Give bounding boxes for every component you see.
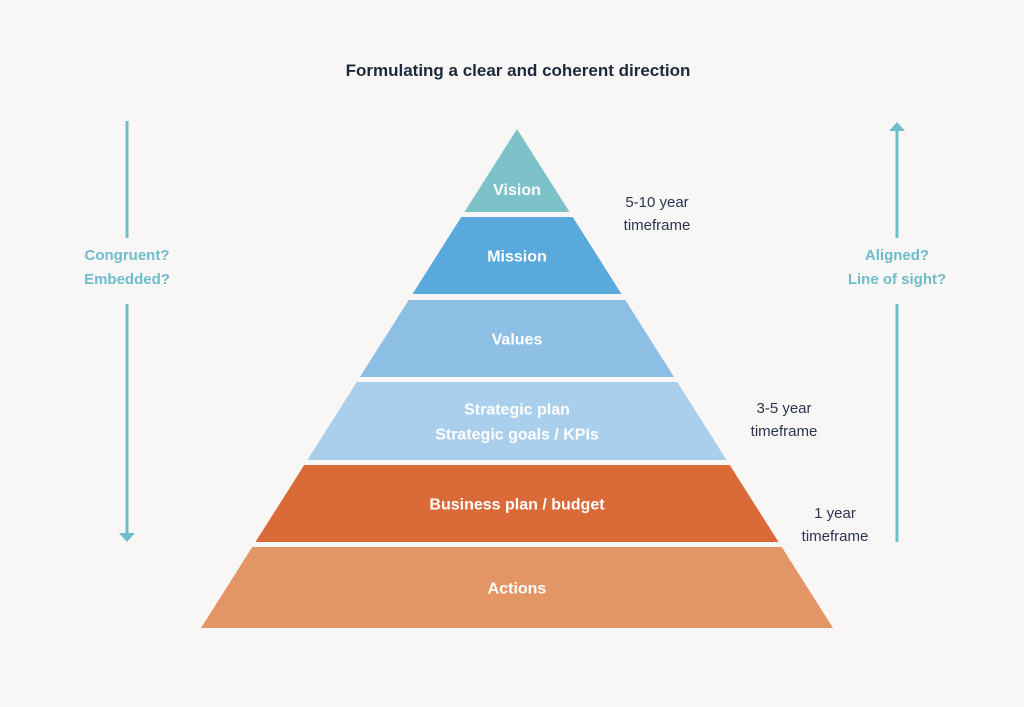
timeframe-5-10-year-label: 5-10 year [625, 194, 688, 211]
tier-mission-label: Mission [487, 249, 547, 266]
timeframe-1-year-label: 1 year [814, 505, 856, 522]
tier-vision: Vision [464, 129, 570, 212]
tier-strategic-plan-label: Strategic plan [464, 402, 570, 419]
tier-actions-shape [201, 547, 833, 628]
down-arrow-icon [119, 533, 135, 542]
up-arrow-icon [889, 122, 905, 131]
left-question-label: Congruent? [85, 247, 170, 264]
timeframe-3-5-year-label: timeframe [751, 423, 818, 440]
tier-vision-shape [464, 129, 570, 212]
timeframe-5-10-year-label: timeframe [624, 217, 691, 234]
right-question-label: Line of sight? [848, 271, 946, 288]
bottom-up-indicator: Aligned? Line of sight? [848, 122, 946, 542]
tier-strategic-plan-shape [307, 382, 727, 460]
right-question-label: Aligned? [865, 247, 929, 264]
tier-values-shape [359, 300, 675, 377]
tier-strategic-plan-label: Strategic goals / KPIs [435, 427, 599, 444]
top-down-indicator: Congruent? Embedded? [84, 121, 170, 542]
tier-mission-shape [412, 217, 622, 294]
tier-business-plan: Business plan / budget [255, 465, 779, 542]
timeframe-labels: 5-10 year timeframe 3-5 year timeframe 1 yea… [624, 194, 869, 545]
tier-actions-label: Actions [488, 581, 547, 598]
tier-values-label: Values [492, 332, 543, 349]
timeframe-1-year-label: timeframe [802, 528, 869, 545]
tier-vision-label: Vision [493, 182, 541, 199]
tier-mission: Mission [412, 217, 622, 294]
page-title: Formulating a clear and coherent directi… [346, 61, 691, 80]
left-question-label: Embedded? [84, 271, 170, 288]
tier-business-plan-label: Business plan / budget [429, 497, 605, 514]
tier-actions: Actions [201, 547, 833, 628]
tier-business-plan-shape [255, 465, 779, 542]
timeframe-3-5-year-label: 3-5 year [756, 400, 811, 417]
tier-values: Values [359, 300, 675, 377]
